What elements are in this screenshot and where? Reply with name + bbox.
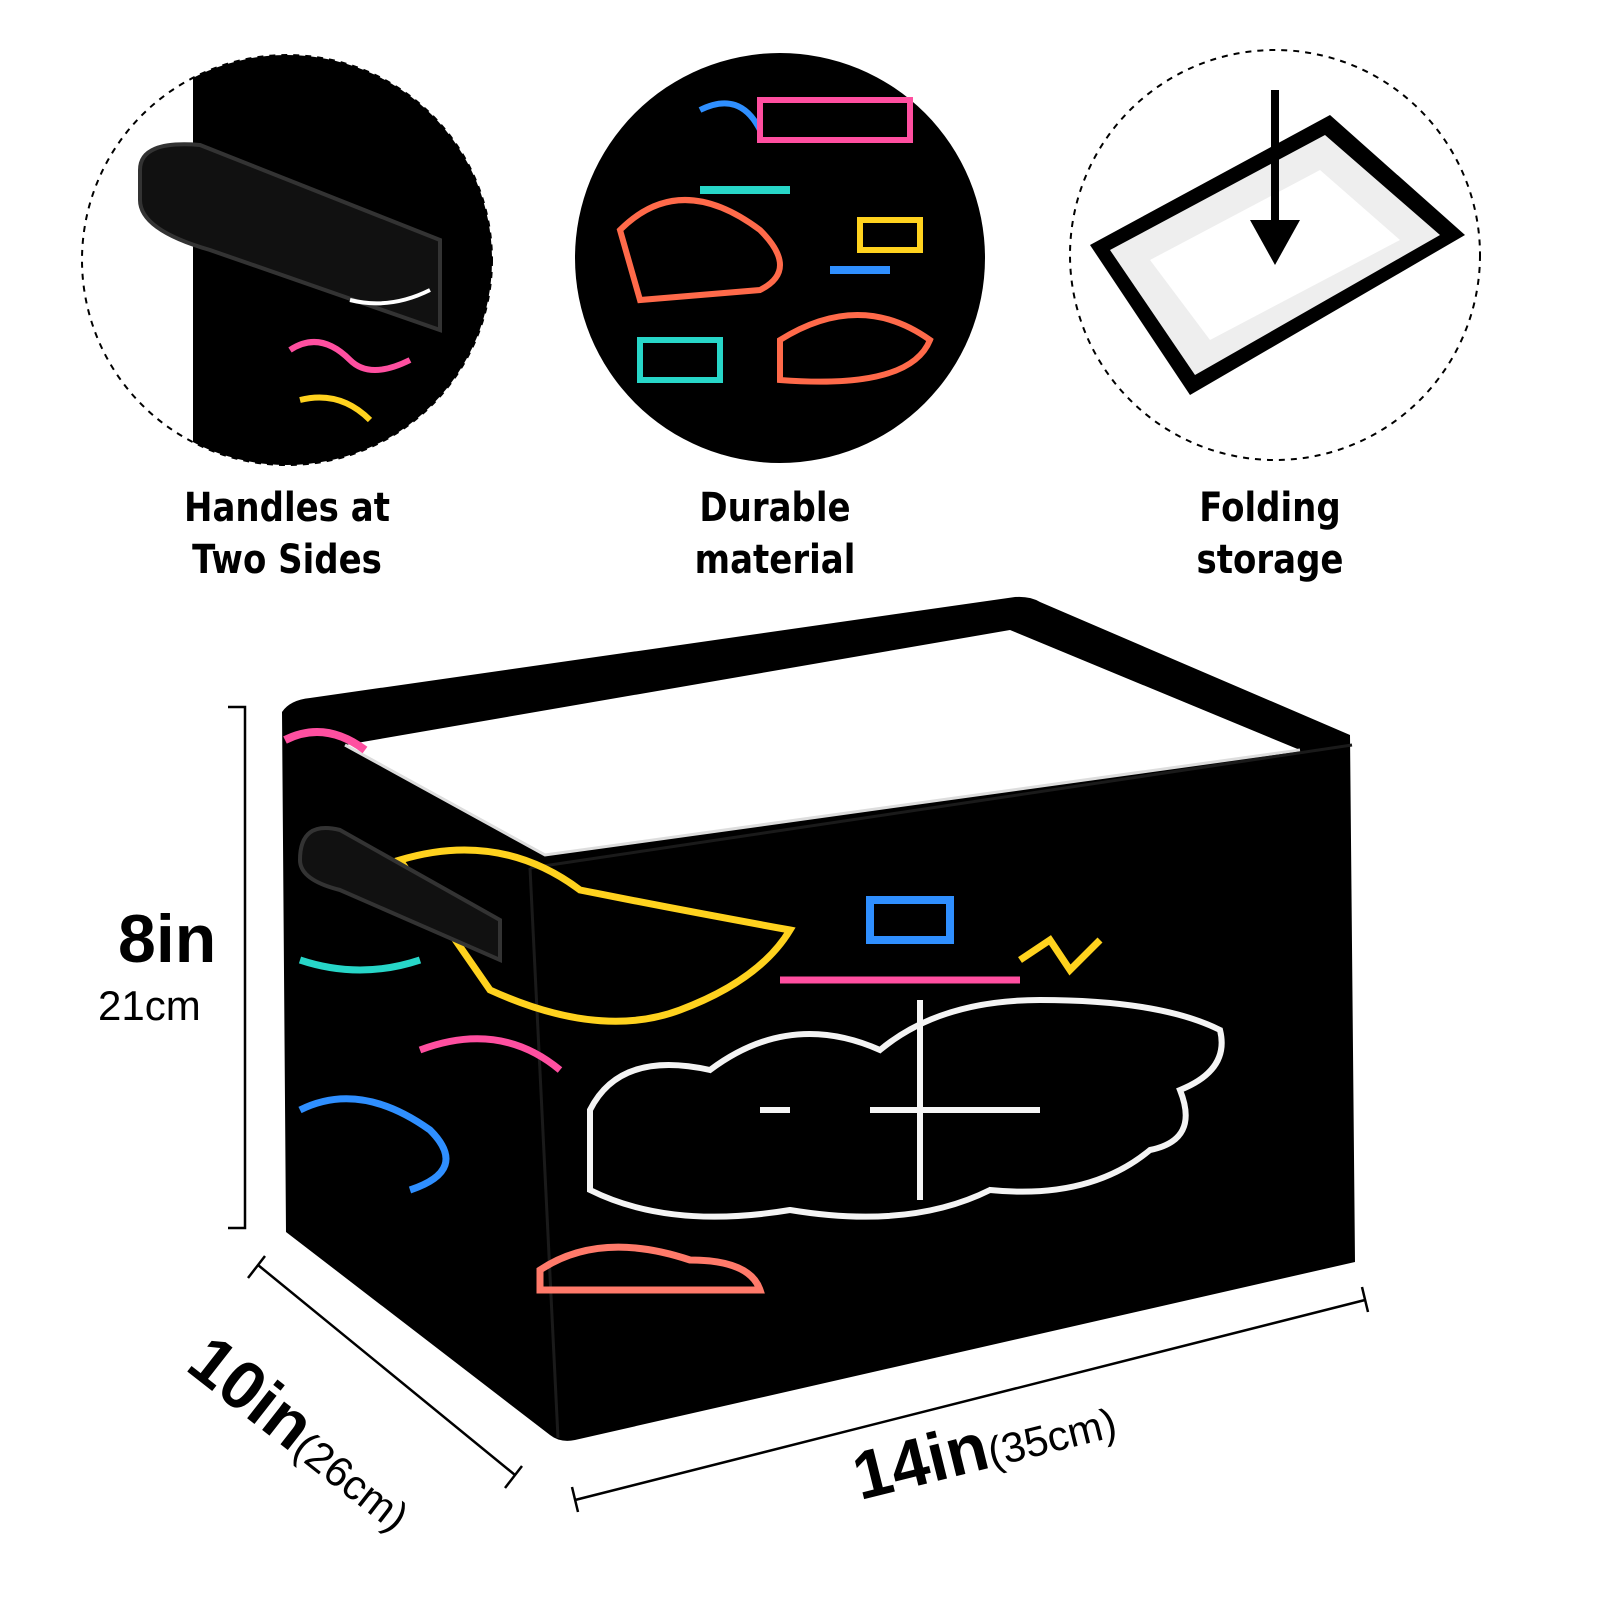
feature-label-material: Durable material (622, 482, 928, 586)
handle (297, 826, 502, 964)
feature-label-line: Handles at (184, 485, 390, 531)
storage-basket-image (282, 596, 1355, 1441)
height-inches: 8in (118, 901, 217, 977)
folding-detail-image (1069, 49, 1481, 461)
feature-label-line: Folding (1199, 485, 1341, 531)
height-cm: 21cm (98, 982, 201, 1029)
feature-label-line: Two Sides (192, 537, 382, 583)
dimension-lines (228, 705, 1370, 1513)
feature-label-line: material (694, 537, 856, 583)
feature-label-folding: Folding storage (1117, 482, 1423, 586)
material-detail-image (575, 53, 985, 463)
handle-detail-image (81, 54, 493, 466)
feature-label-line: Durable (699, 485, 851, 531)
feature-label-handles: Handles at Two Sides (134, 482, 440, 586)
feature-label-line: storage (1196, 537, 1344, 583)
